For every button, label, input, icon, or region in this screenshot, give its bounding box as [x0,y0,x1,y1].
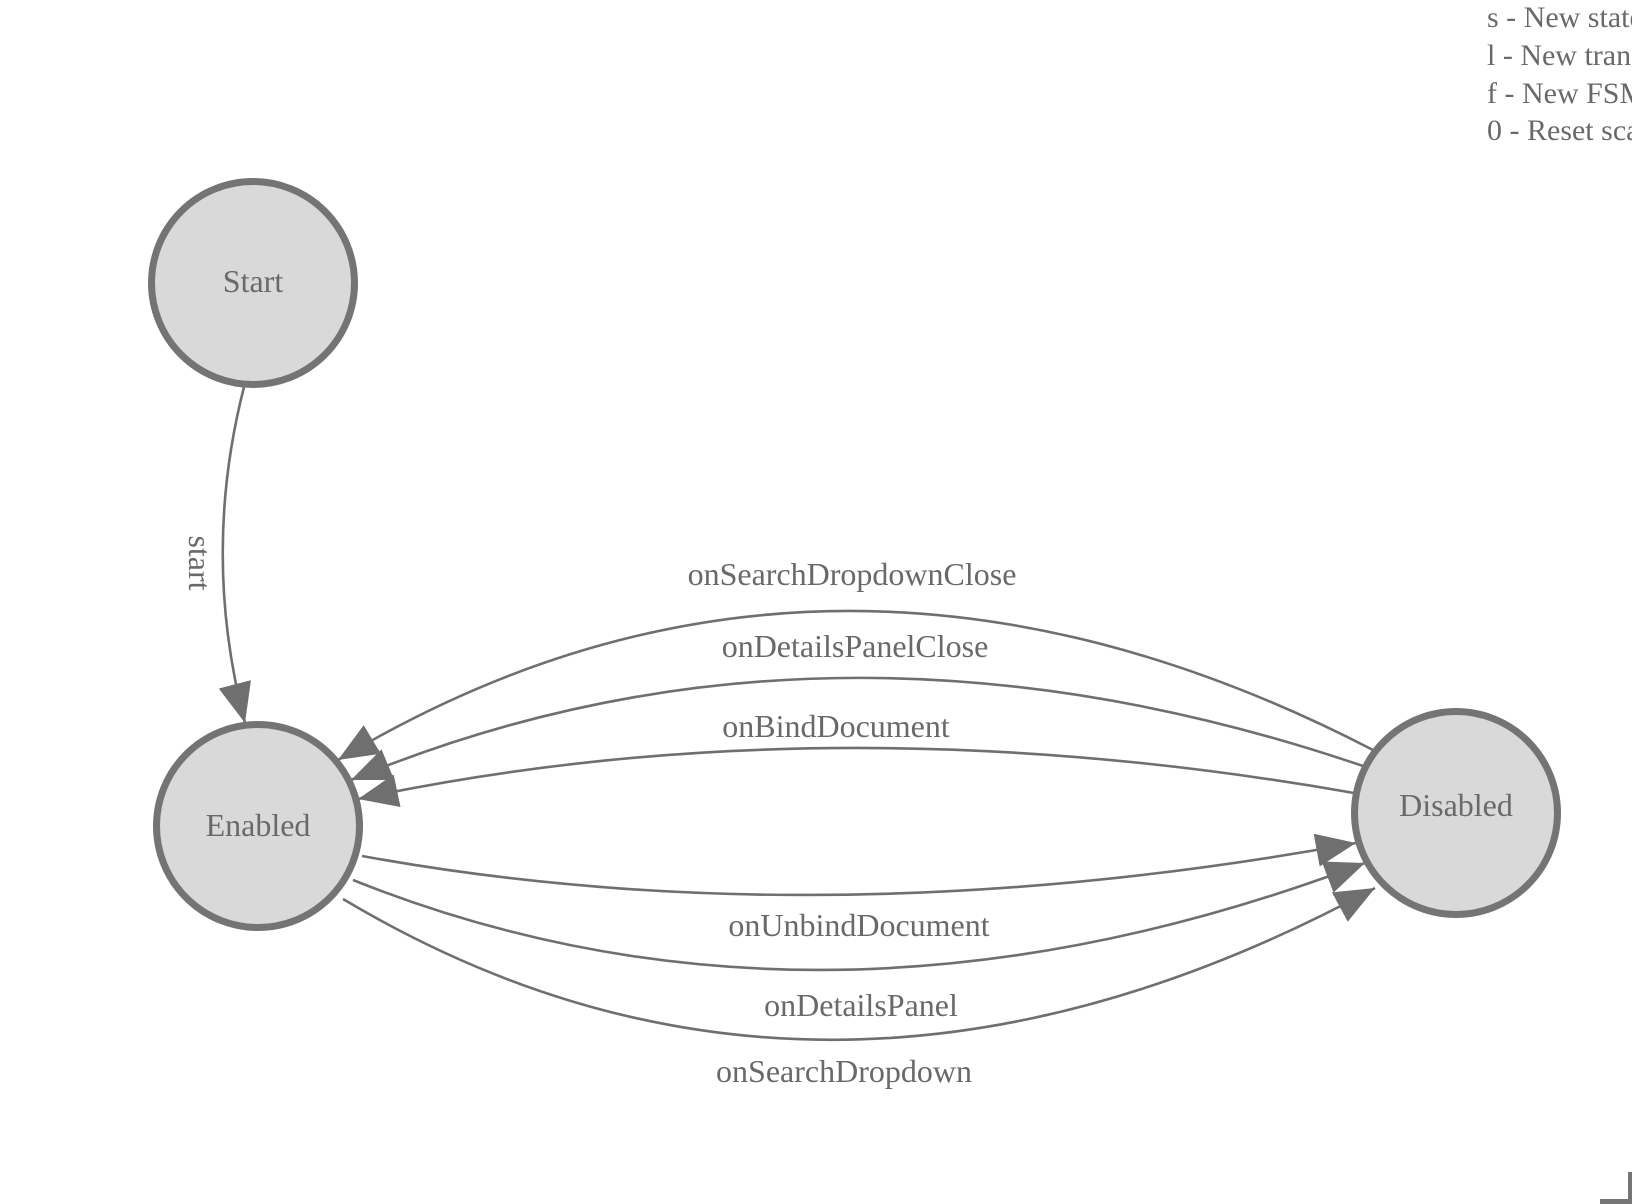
state-node-enabled[interactable]: Enabled [153,721,363,931]
legend-line-new-fsm: f - New FSM [1487,77,1632,110]
state-label-disabled: Disabled [1399,787,1513,823]
shortcuts-legend: s - New state l - New transition f - New… [1487,1,1632,147]
state-label-enabled: Enabled [206,807,311,843]
legend-line-new-state: s - New state [1487,1,1632,34]
edge-label-onsearchdropdownclose: onSearchDropdownClose [688,556,1017,592]
edge-label-onunbinddocument: onUnbindDocument [728,907,989,943]
edge-label-onbinddocument: onBindDocument [722,708,950,744]
corner-mark-vertical [1628,1172,1632,1204]
legend-line-reset: 0 - Reset scale [1487,114,1632,147]
edge-ondetailspanel[interactable] [352,861,1366,972]
edge-ondetailspanelclose[interactable] [350,676,1364,782]
state-node-start[interactable]: Start [148,178,358,388]
legend-line-new-transition: l - New transition [1487,39,1632,72]
state-circle-disabled[interactable] [1351,708,1561,918]
edge-start-to-enabled[interactable] [218,386,251,724]
edge-onbinddocument[interactable] [357,746,1355,808]
edge-onsearchdropdownclose[interactable] [337,609,1374,762]
corner-mark-horizontal [1600,1199,1632,1204]
edge-label-ondetailspanel: onDetailsPanel [764,987,958,1023]
edge-label-ondetailspanelclose: onDetailsPanelClose [722,628,989,664]
state-node-disabled[interactable]: Disabled [1351,708,1561,918]
state-circle-enabled[interactable] [153,721,363,931]
state-label-start: Start [223,263,284,299]
edge-onunbinddocument[interactable] [361,833,1357,897]
edge-onsearchdropdown[interactable] [342,886,1376,1042]
edge-label-onsearchdropdown: onSearchDropdown [716,1053,972,1089]
canvas-corner-mark [1600,1172,1632,1204]
edge-label-start: start [182,535,218,590]
state-circle-start[interactable] [148,178,358,388]
